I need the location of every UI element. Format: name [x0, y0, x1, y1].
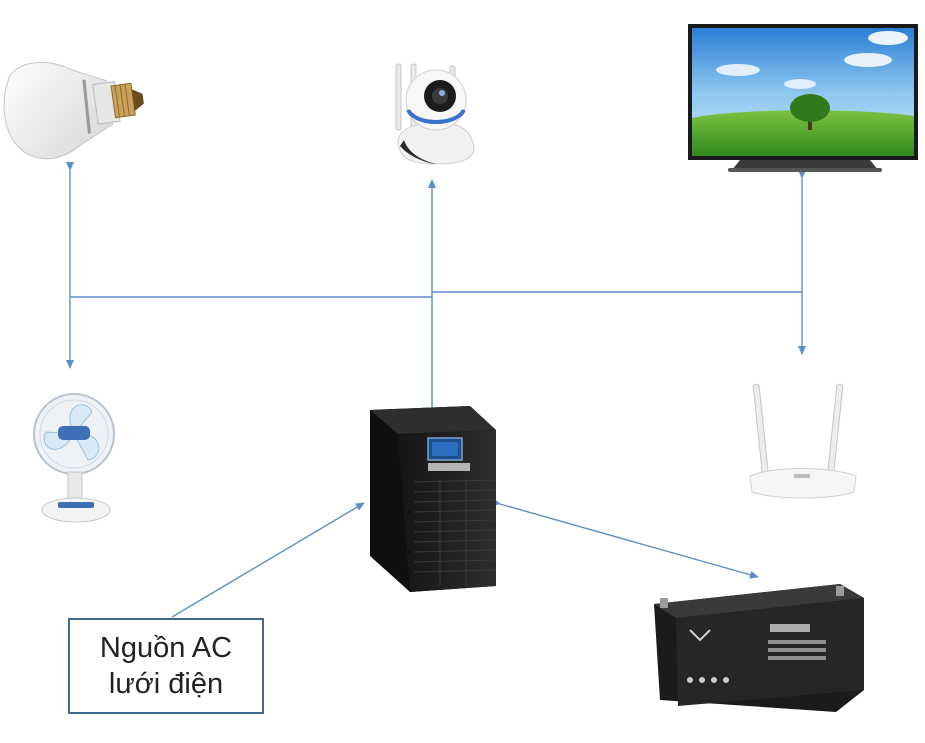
ups-icon	[370, 406, 496, 592]
fan-icon	[33, 393, 115, 523]
ac-source-label: Nguồn AC lưới điện	[68, 618, 264, 714]
router-icon	[749, 383, 857, 499]
tv-icon	[688, 24, 918, 172]
ac-source-label-line1: Nguồn AC	[99, 632, 233, 664]
connector-ac-ups	[171, 502, 365, 618]
camera-icon	[395, 63, 475, 165]
light-bulb-icon	[3, 61, 144, 160]
ac-source-label-line2: lưới điện	[108, 668, 224, 700]
connectors	[66, 162, 806, 618]
connector-ups-battery	[491, 497, 759, 579]
battery-icon	[654, 584, 864, 712]
